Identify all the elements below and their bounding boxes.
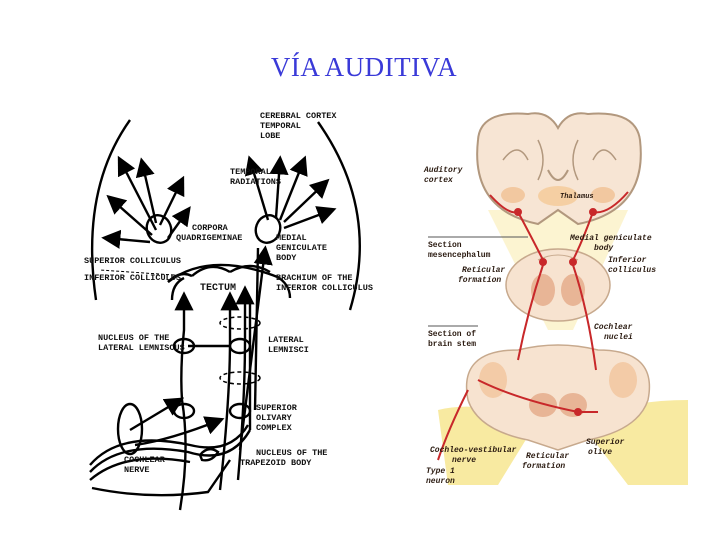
label-inferior-colliculus: INFERIOR COLLICULUS [84, 273, 181, 283]
label-cerebral-cortex-3: LOBE [260, 131, 280, 141]
label-section-mesencephalum-2: mesencephalum [428, 251, 491, 260]
label-superior-olivary-1: SUPERIOR [256, 403, 298, 413]
left-medial-geniculate [145, 214, 173, 244]
label-lateral-lemnisci-2: LEMNISCI [268, 345, 309, 355]
label-nucleus-lateral-lemniscus-1: NUCLEUS OF THE [98, 333, 169, 343]
label-trapezoid-2: TRAPEZOID BODY [240, 458, 312, 468]
label-cochlear-nuclei-1: Cochlear [594, 323, 633, 332]
label-thalamus: Thalamus [560, 193, 594, 201]
label-temporal-radiations-2: RADIATIONS [230, 177, 281, 187]
right-medial-geniculate [254, 214, 282, 244]
label-reticular-formation-top-1: Reticular [462, 266, 505, 275]
label-superior-colliculus: SUPERIOR COLLICULUS [84, 256, 181, 266]
label-lateral-lemnisci-1: LATERAL [268, 335, 304, 345]
label-medial-geniculate-1: Medial geniculate [569, 234, 652, 243]
label-medial-geniculate-1: MEDIAL [276, 233, 307, 243]
label-superior-olivary-3: COMPLEX [256, 423, 293, 433]
label-corpora-1: CORPORA [192, 223, 229, 233]
mesencephalon-section [505, 248, 611, 322]
label-section-brain-stem-1: Section of [428, 330, 476, 339]
label-medial-geniculate-3: BODY [276, 253, 297, 263]
cerebrum-section [476, 112, 642, 226]
label-cerebral-cortex-1: CEREBRAL CORTEX [260, 111, 337, 121]
label-cerebral-cortex-2: TEMPORAL [260, 121, 301, 131]
label-corpora-2: QUADRIGEMINAE [176, 233, 242, 243]
label-type1-neuron-2: neuron [426, 477, 455, 486]
label-auditory-cortex-2: cortex [424, 176, 453, 185]
label-auditory-cortex-1: Auditory [423, 166, 464, 175]
label-cochlear-nerve-1: COCHLEAR [124, 455, 166, 465]
label-medial-geniculate-2: GENICULATE [276, 243, 327, 253]
left-auditory-pathway-diagram: CEREBRAL CORTEX TEMPORAL LOBE TEMPORAL R… [84, 111, 373, 511]
cochlear-nerve-fibers [89, 424, 250, 466]
label-section-brain-stem-2: brain stem [428, 340, 476, 349]
label-cochleo-vestibular-2: nerve [452, 456, 476, 465]
label-temporal-radiations-1: TEMPORAL [230, 167, 271, 177]
label-superior-olive-1: Superior [586, 438, 625, 447]
label-reticular-formation-bottom-1: Reticular [526, 452, 569, 461]
right-lemniscus-nucleus [228, 337, 252, 355]
label-brachium-1: BRACHIUM OF THE [276, 273, 353, 283]
label-inferior-colliculus-1: Inferior [608, 256, 647, 265]
label-brachium-2: INFERIOR COLLICULUS [276, 283, 373, 293]
label-tectum: TECTUM [200, 283, 236, 294]
label-superior-olive-2: olive [588, 448, 612, 457]
label-nucleus-lateral-lemniscus-2: LATERAL LEMNISCUS [98, 343, 185, 353]
label-inferior-colliculus-2: colliculus [608, 266, 656, 275]
label-medial-geniculate-2: body [594, 244, 614, 253]
left-cortex-arc [90, 119, 131, 301]
right-olivary-nucleus [228, 402, 252, 420]
label-type1-neuron-1: Type 1 [426, 467, 455, 476]
right-cortex-arc [317, 121, 361, 311]
label-superior-olivary-2: OLIVARY [256, 413, 293, 423]
label-trapezoid-1: NUCLEUS OF THE [256, 448, 327, 458]
label-reticular-formation-top-2: formation [458, 276, 501, 285]
right-brain-sections-diagram: Auditory cortex Thalamus Section mesence… [423, 112, 688, 486]
label-cochlear-nuclei-2: nuclei [604, 333, 633, 342]
label-section-mesencephalum-1: Section [428, 241, 462, 250]
label-cochlear-nerve-2: NERVE [124, 465, 150, 475]
label-reticular-formation-bottom-2: formation [522, 462, 565, 471]
label-cochleo-vestibular-1: Cochleo-vestibular [430, 446, 517, 455]
cochlear-nucleus [116, 402, 144, 456]
slide-title: VÍA AUDITIVA [270, 52, 458, 82]
